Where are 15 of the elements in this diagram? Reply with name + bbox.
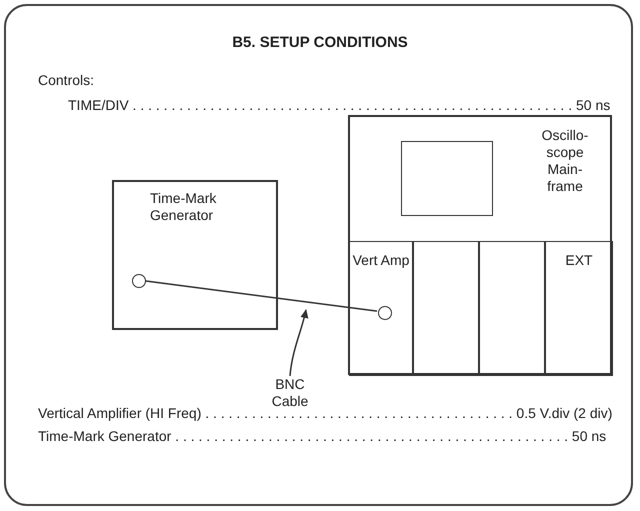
setting-line: Time-Mark Generator . . . . . . . . . . . . . . . . . . . . . . . . . . . . . . . . . . . . . . . . . . . . . . . . . . . 50 ns <box>38 428 606 445</box>
title: B5. SETUP CONDITIONS <box>231 34 409 51</box>
plug-in-slot <box>479 241 545 376</box>
mainframe-box: Oscillo- scope Main- frame Vert Amp EXT <box>348 115 612 375</box>
cable-line <box>144 280 378 312</box>
setting-line: TIME/DIV . . . . . . . . . . . . . . . . . . . . . . . . . . . . . . . . . . . . . . . . . . . . . . . . . . . . . . . . . 50 ns <box>68 97 610 114</box>
connector-jack <box>378 306 392 320</box>
plug-in-slot: Vert Amp <box>349 241 413 376</box>
leader-line <box>289 309 308 376</box>
label-text: Controls: <box>38 72 94 89</box>
connector-jack <box>132 274 146 288</box>
screen-box <box>401 141 493 216</box>
plug-in-slot: EXT <box>545 241 613 376</box>
generator-box: Time-Mark Generator <box>112 180 278 330</box>
plug-in-slot <box>413 241 479 376</box>
